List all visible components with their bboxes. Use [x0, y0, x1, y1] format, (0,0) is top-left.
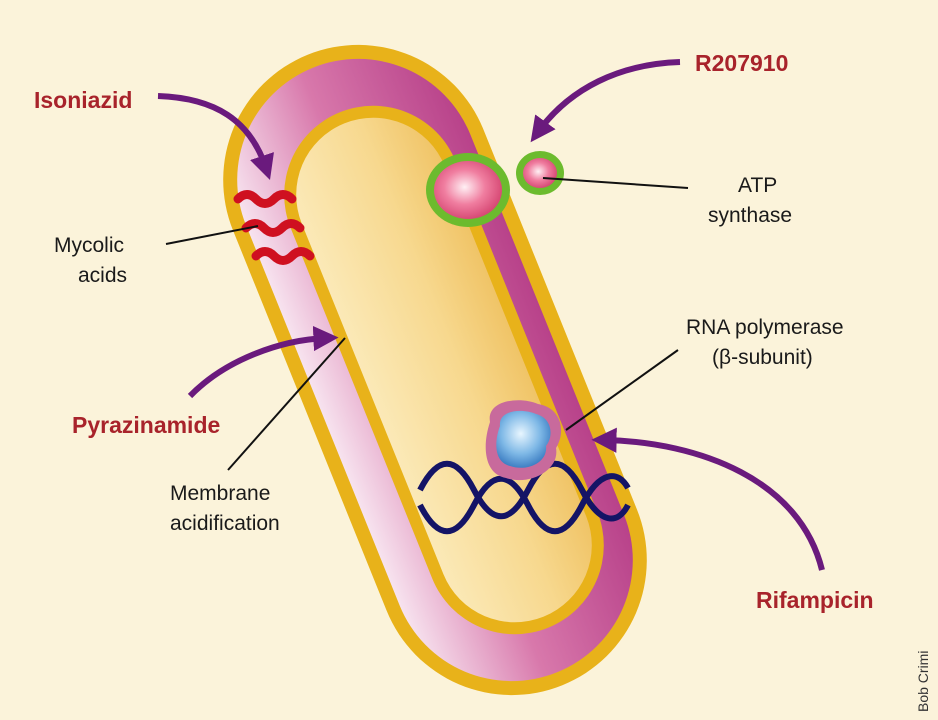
rifampicin-arrow — [591, 427, 825, 571]
label-membrane-line1: Membrane — [170, 482, 270, 505]
pyrazinamide-arrow — [187, 325, 339, 399]
label-mycolic-line1: Mycolic — [54, 234, 124, 257]
label-rna-line2: (β-subunit) — [712, 346, 813, 369]
label-membrane-line2: acidification — [170, 512, 280, 535]
pointer-lines — [165, 177, 689, 471]
drug-label-rifampicin: Rifampicin — [756, 587, 874, 613]
drug-label-isoniazid: Isoniazid — [34, 87, 132, 113]
dna-helix-icon — [417, 460, 631, 535]
cytoplasm — [296, 117, 592, 623]
mycolic-acids-icon — [233, 190, 315, 265]
label-atp-line1: ATP — [738, 174, 777, 197]
label-rna-line1: RNA polymerase — [686, 316, 844, 339]
drug-label-pyrazinamide: Pyrazinamide — [72, 412, 220, 438]
atp-synthase-icon — [426, 151, 564, 227]
label-mycolic-line2: acids — [78, 264, 127, 287]
rna-polymerase-icon — [485, 400, 562, 481]
drug-label-r207910: R207910 — [695, 50, 788, 76]
r207910-arrow — [530, 59, 681, 143]
isoniazid-arrow — [157, 93, 274, 180]
artist-credit: Bob Crimi — [915, 651, 931, 712]
label-atp-line2: synthase — [708, 204, 792, 227]
